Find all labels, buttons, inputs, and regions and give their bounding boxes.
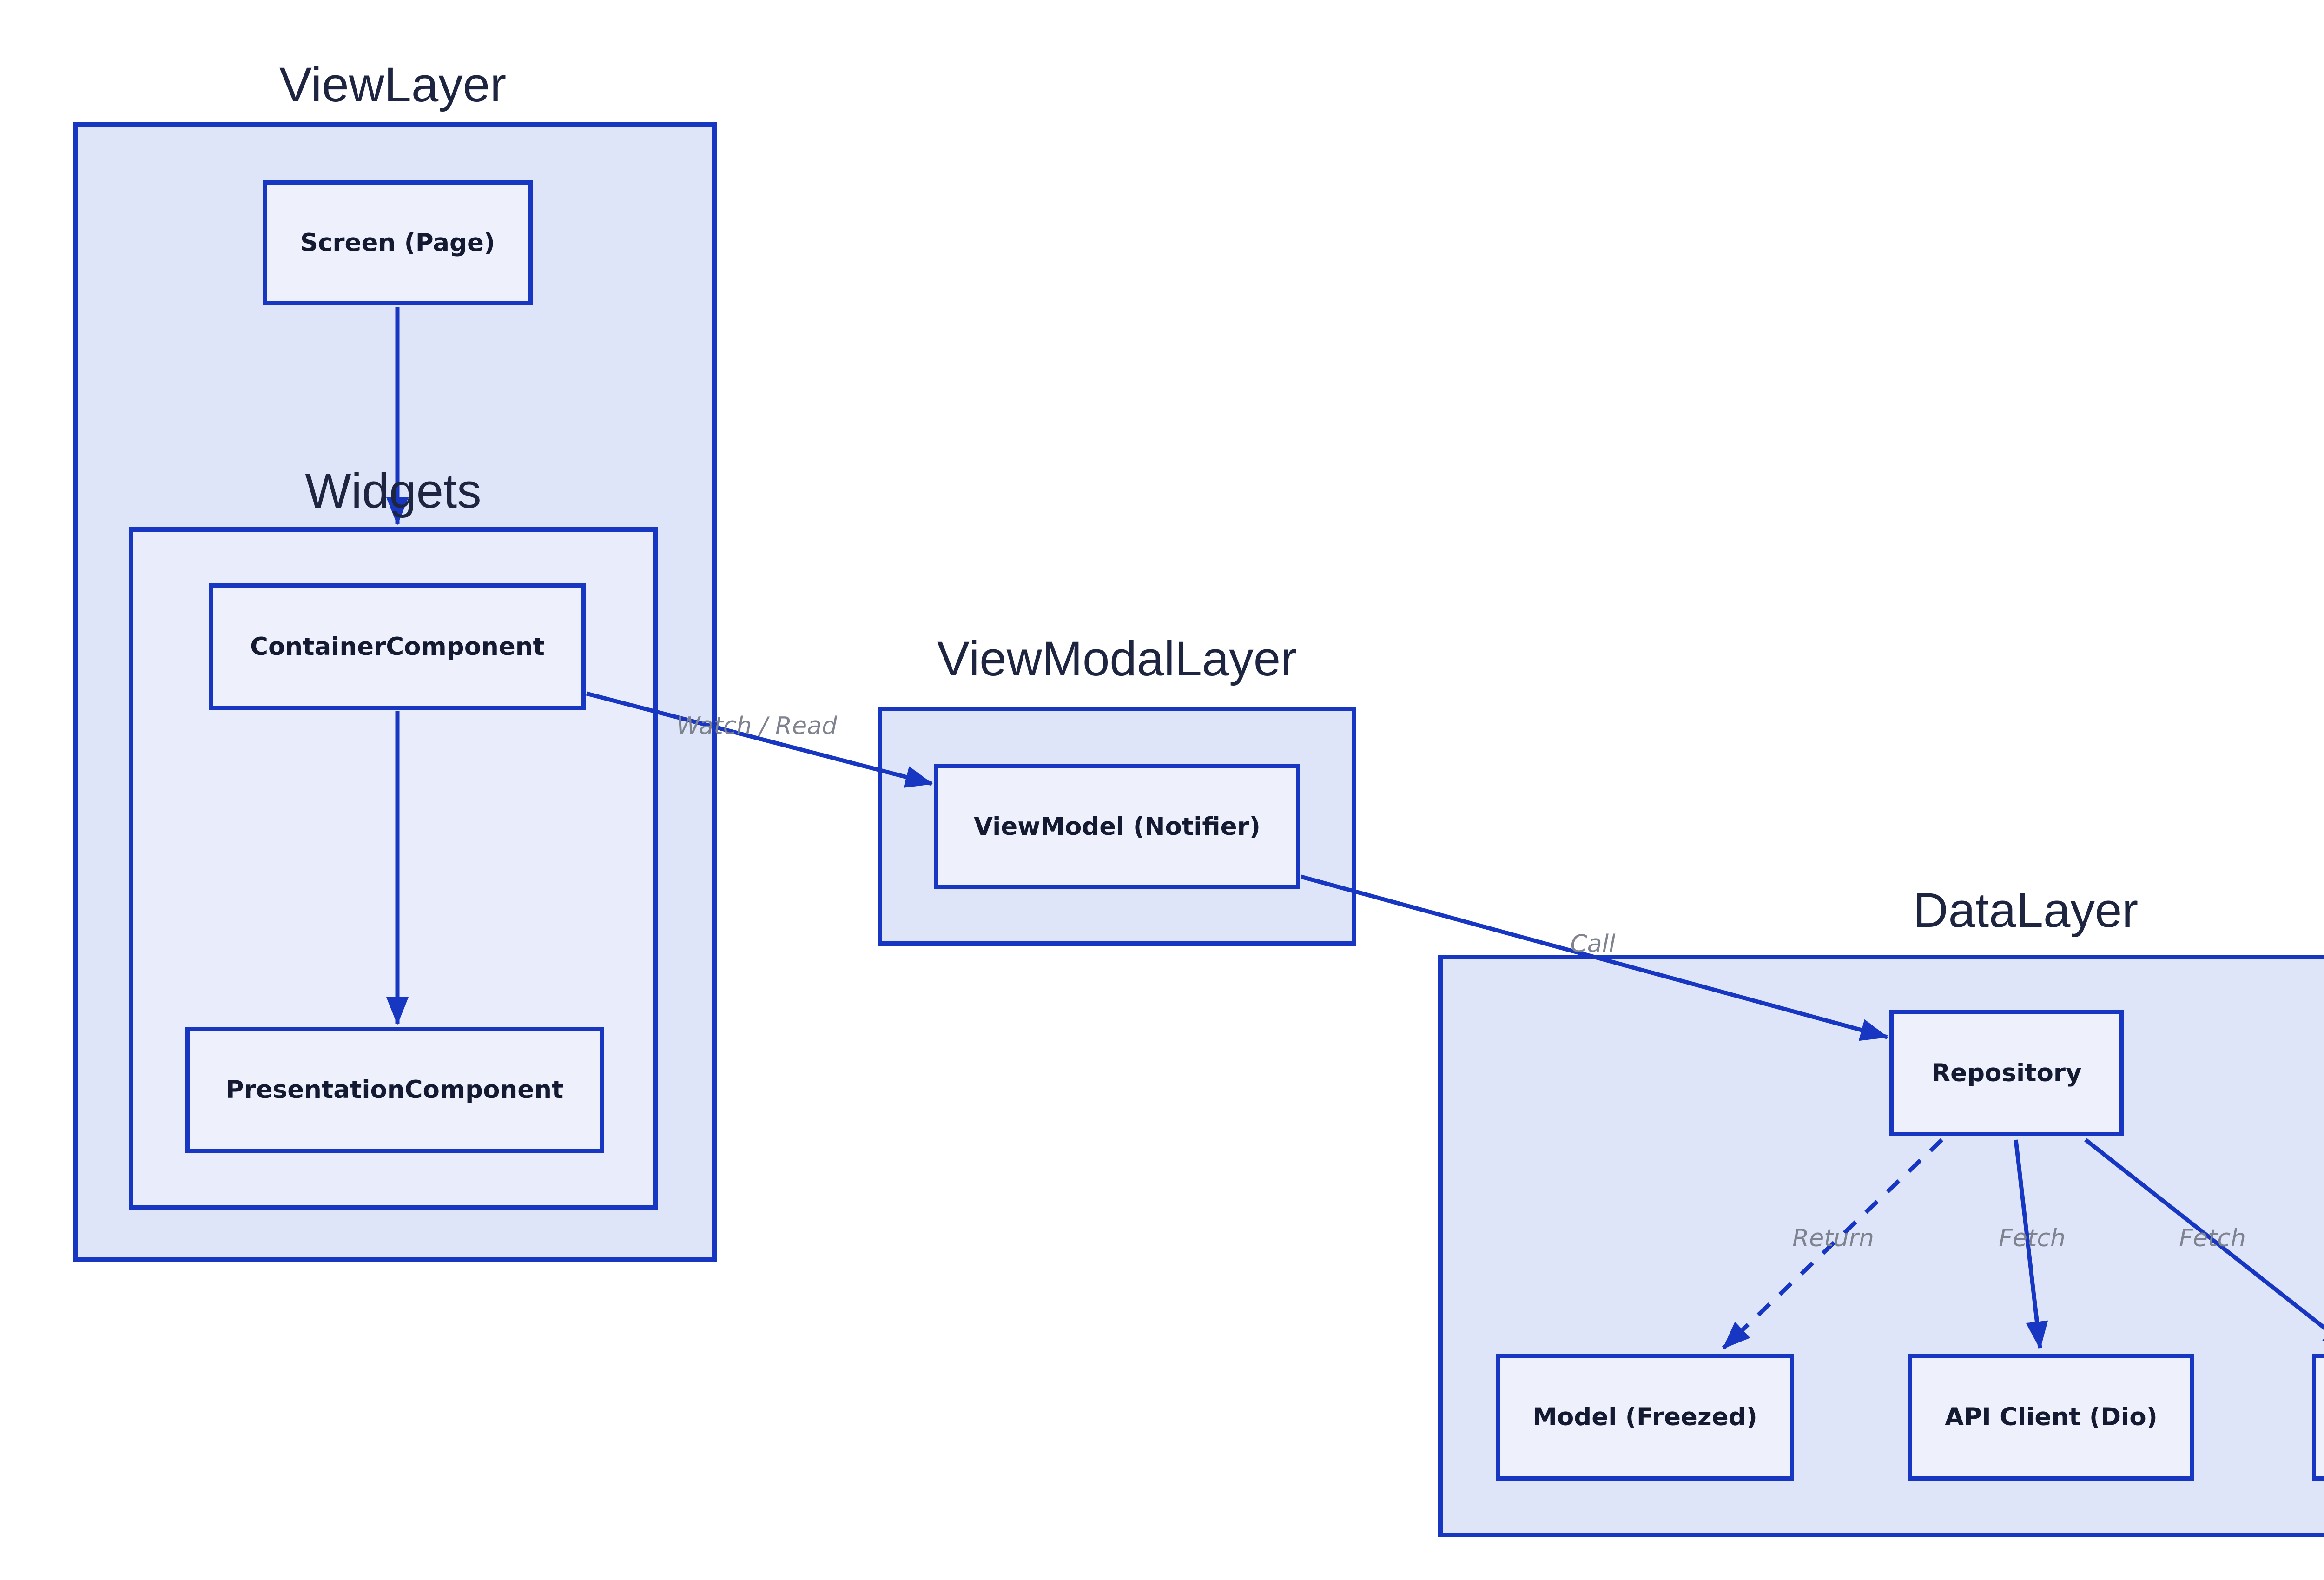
- screen-page-label: Screen (Page): [300, 228, 495, 257]
- call-edge-label: Call: [1570, 930, 1616, 958]
- container-component-label: ContainerComponent: [250, 632, 545, 661]
- data-layer-title: DataLayer: [1913, 883, 2139, 938]
- fetch-local-edge-label: Fetch: [2179, 1224, 2246, 1252]
- repository-label: Repository: [1931, 1058, 2082, 1087]
- container-component-node: ContainerComponent: [209, 583, 586, 710]
- fetch-api-edge-label: Fetch: [1999, 1224, 2066, 1252]
- watch-read-edge-label: Watch / Read: [676, 712, 837, 740]
- screen-page-node: Screen (Page): [263, 180, 533, 305]
- view-model-label: ViewModel (Notifier): [974, 812, 1261, 841]
- edge-return: [1722, 1138, 1944, 1350]
- return-edge-label: Return: [1792, 1224, 1874, 1252]
- edge-fetch-local: [2084, 1138, 2324, 1349]
- edge-watch-read: [586, 691, 933, 788]
- model-freezed-label: Model (Freezed): [1532, 1403, 1757, 1431]
- view-layer-title: ViewLayer: [279, 58, 507, 112]
- view-model-node: ViewModel (Notifier): [934, 764, 1300, 889]
- edge-call: [1300, 874, 1888, 1041]
- view-modal-layer-title: ViewModalLayer: [937, 632, 1297, 686]
- model-freezed-node: Model (Freezed): [1496, 1354, 1794, 1481]
- widgets-title: Widgets: [305, 464, 482, 518]
- api-client-node: API Client (Dio): [1908, 1354, 2194, 1481]
- edge-fetch-api: [2014, 1139, 2048, 1349]
- repository-node: Repository: [1889, 1010, 2124, 1136]
- api-client-label: API Client (Dio): [1945, 1403, 2158, 1431]
- presentation-component-label: PresentationComponent: [225, 1076, 564, 1104]
- presentation-component-node: PresentationComponent: [185, 1027, 604, 1153]
- local-storage-node: LocalStorage: [2312, 1354, 2324, 1481]
